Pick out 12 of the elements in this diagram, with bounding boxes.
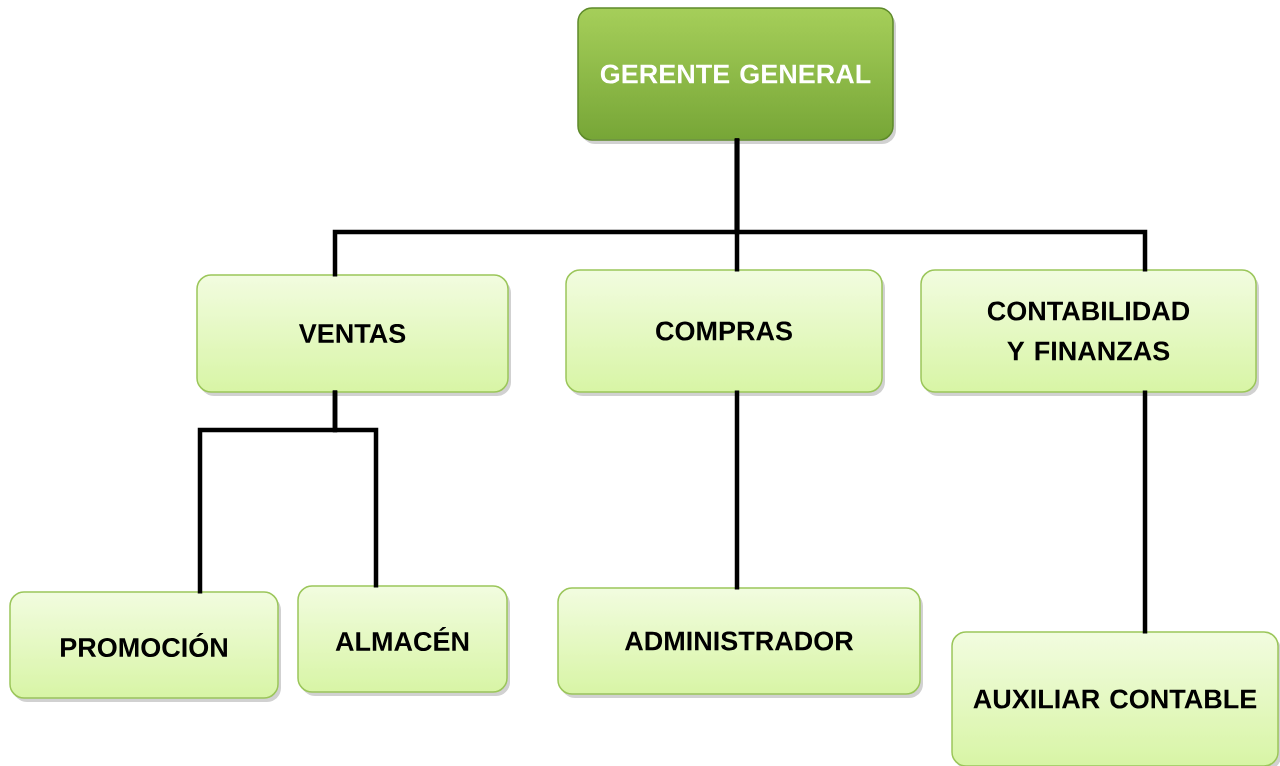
connector-line	[734, 138, 1148, 272]
department-box: CONTABILIDAD Y FINANZAS	[920, 269, 1257, 393]
connector-line	[1142, 390, 1148, 634]
department-box: ADMINISTRADOR	[557, 587, 921, 695]
manager-box: GERENTE GENERAL	[577, 7, 894, 141]
department-box: VENTAS	[196, 274, 509, 393]
department-box: ALMACÉN	[297, 585, 508, 693]
department-box: COMPRAS	[565, 269, 883, 393]
department-box: AUXILIAR CONTABLE	[951, 631, 1279, 766]
department-box: PROMOCIÓN	[9, 591, 279, 699]
connector-line	[734, 390, 740, 590]
connector-line	[332, 390, 379, 588]
